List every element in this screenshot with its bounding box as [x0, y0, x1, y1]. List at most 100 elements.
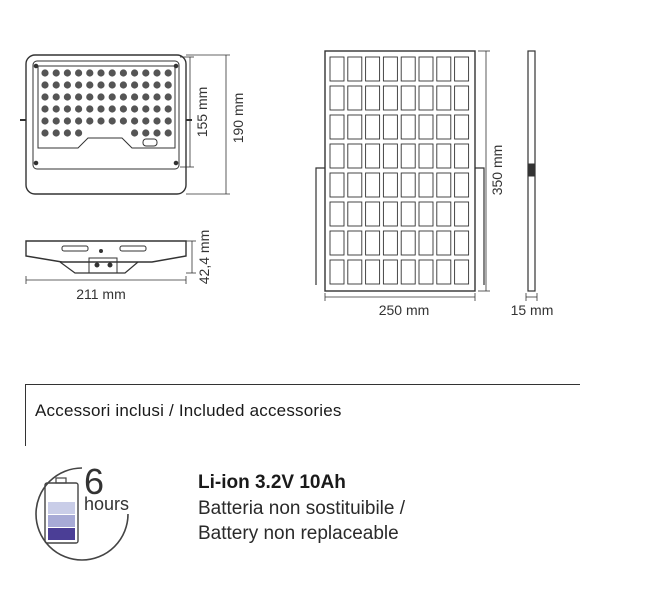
- solar-cell: [365, 201, 381, 227]
- solar-cell: [454, 172, 470, 198]
- led-dot: [86, 105, 94, 113]
- solar-cell: [329, 85, 345, 111]
- led-dot: [41, 117, 49, 125]
- led-dot: [153, 129, 161, 137]
- led-dot: [153, 69, 161, 77]
- led-dot: [153, 105, 161, 113]
- solar-cell: [454, 85, 470, 111]
- led-dot: [108, 81, 116, 89]
- battery-spec-line-2: Battery non replaceable: [198, 523, 399, 544]
- solar-cell: [382, 56, 398, 82]
- led-dot: [63, 69, 71, 77]
- dim-panel-height: 350 mm: [489, 145, 505, 196]
- floodlight-front-view: [20, 54, 230, 195]
- led-dot: [52, 93, 60, 101]
- led-dot: [41, 81, 49, 89]
- solar-cell: [418, 56, 434, 82]
- led-dot: [97, 105, 105, 113]
- led-dot: [75, 69, 83, 77]
- solar-cell: [365, 172, 381, 198]
- section-divider: [25, 384, 580, 385]
- led-dot: [108, 69, 116, 77]
- led-dot: [41, 105, 49, 113]
- led-dot: [108, 105, 116, 113]
- solar-cell: [347, 114, 363, 140]
- solar-cell: [382, 85, 398, 111]
- solar-cell: [436, 230, 452, 256]
- solar-cell: [418, 114, 434, 140]
- solar-cell: [454, 143, 470, 169]
- led-dot: [52, 81, 60, 89]
- solar-cell: [365, 85, 381, 111]
- led-dot: [75, 81, 83, 89]
- solar-cell: [418, 85, 434, 111]
- section-divider-left: [25, 384, 26, 446]
- battery-icon: 6 hours: [35, 461, 129, 561]
- led-dot: [131, 117, 139, 125]
- solar-panel-front-view: [315, 50, 490, 301]
- battery-level-high: [48, 502, 75, 514]
- led-dot: [164, 129, 172, 137]
- led-dot: [86, 93, 94, 101]
- led-dot: [142, 129, 150, 137]
- solar-cell: [329, 143, 345, 169]
- led-dot: [41, 93, 49, 101]
- solar-cell: [436, 56, 452, 82]
- led-dot: [131, 129, 139, 137]
- led-dot: [52, 69, 60, 77]
- battery-level-low: [48, 528, 75, 540]
- dim-front-inner-height: 155 mm: [194, 87, 210, 138]
- dim-panel-thickness: 15 mm: [511, 302, 554, 318]
- led-dot: [164, 105, 172, 113]
- led-dot: [119, 69, 127, 77]
- battery-spec-line-1: Batteria non sostituibile /: [198, 498, 406, 519]
- floodlight-side-view: [25, 240, 196, 284]
- led-dot: [153, 81, 161, 89]
- solar-cell: [436, 143, 452, 169]
- led-dot: [63, 105, 71, 113]
- led-dot: [131, 81, 139, 89]
- solar-cell: [400, 114, 416, 140]
- led-dot: [164, 69, 172, 77]
- solar-cell: [347, 201, 363, 227]
- solar-cell: [454, 56, 470, 82]
- solar-cell: [418, 143, 434, 169]
- led-dot: [97, 93, 105, 101]
- led-dot: [75, 93, 83, 101]
- solar-cell: [400, 259, 416, 285]
- led-dot: [97, 117, 105, 125]
- solar-cell: [347, 172, 363, 198]
- solar-cell: [418, 201, 434, 227]
- accessories-title: Accessori inclusi / Included accessories: [35, 401, 342, 420]
- led-dot: [97, 69, 105, 77]
- solar-cell: [454, 114, 470, 140]
- solar-cell: [329, 230, 345, 256]
- solar-cell: [347, 143, 363, 169]
- solar-cell: [382, 230, 398, 256]
- solar-cell: [418, 172, 434, 198]
- battery-spec-title: Li-ion 3.2V 10Ah: [198, 472, 346, 493]
- solar-cell: [436, 201, 452, 227]
- led-dot: [63, 81, 71, 89]
- solar-cell: [329, 259, 345, 285]
- led-dot: [153, 93, 161, 101]
- solar-cell: [400, 201, 416, 227]
- solar-cell: [365, 259, 381, 285]
- led-dot: [97, 81, 105, 89]
- battery-spec: Li-ion 3.2V 10Ah Batteria non sostituibi…: [198, 470, 405, 546]
- solar-cell: [436, 259, 452, 285]
- solar-cell: [382, 114, 398, 140]
- dim-depth: 42,4 mm: [196, 230, 212, 284]
- solar-cell: [454, 230, 470, 256]
- solar-cell: [418, 230, 434, 256]
- led-dot: [142, 81, 150, 89]
- led-dot: [75, 117, 83, 125]
- solar-cell: [400, 172, 416, 198]
- solar-cell: [347, 230, 363, 256]
- led-dot: [164, 93, 172, 101]
- led-dot: [52, 129, 60, 137]
- solar-cell: [329, 201, 345, 227]
- solar-cell: [436, 114, 452, 140]
- led-dot: [75, 105, 83, 113]
- battery-hours-unit: hours: [84, 494, 129, 514]
